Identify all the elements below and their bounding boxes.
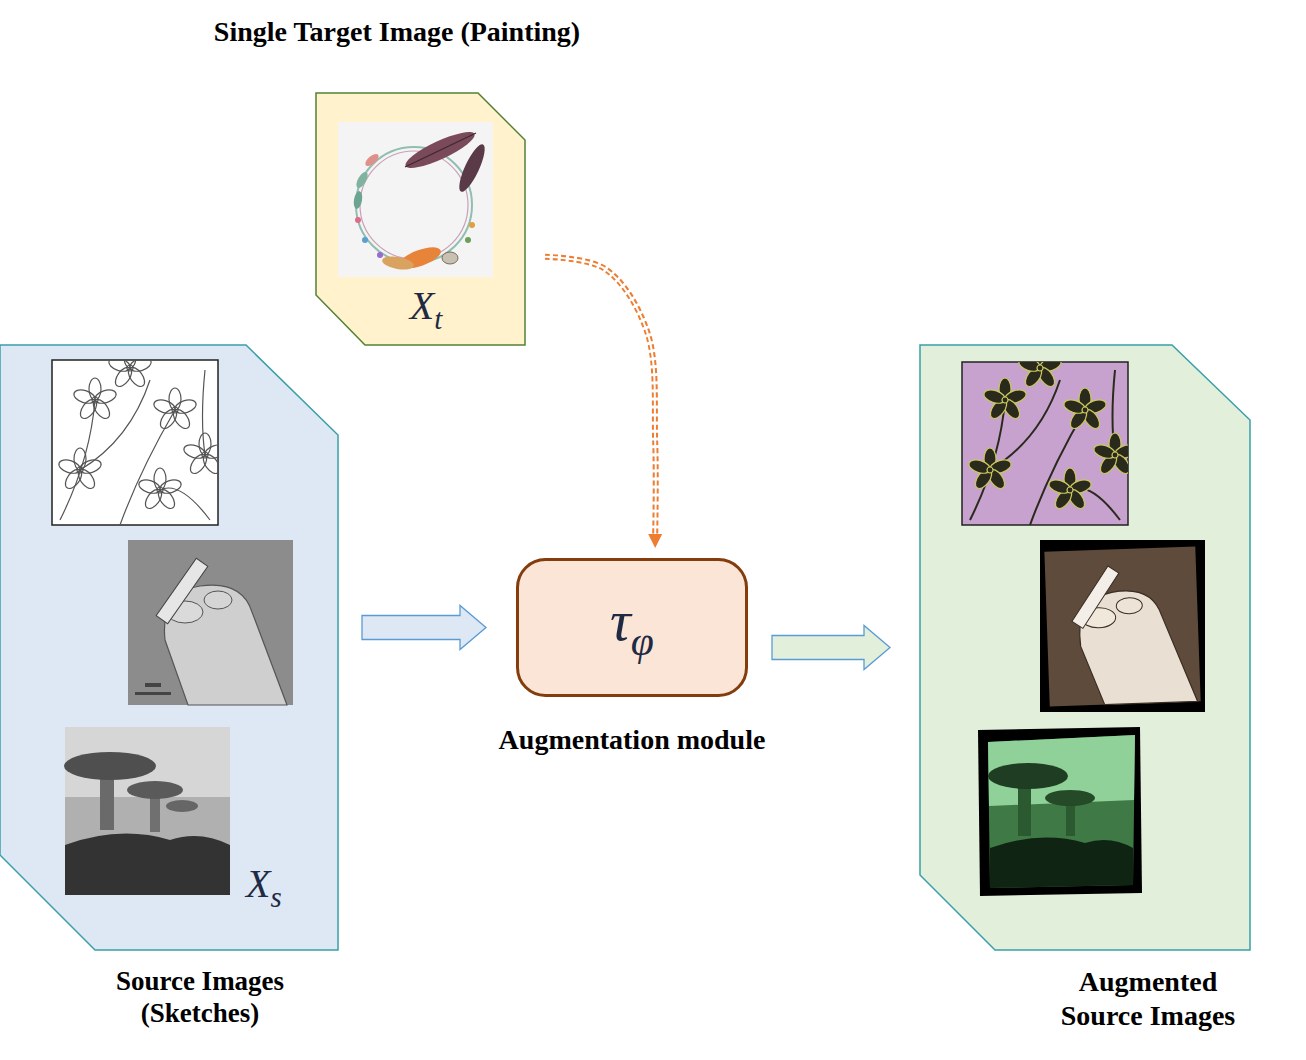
panel-shape: [316, 93, 525, 345]
text-holder: Augmentation module: [498, 723, 766, 757]
symbol-base: X: [246, 861, 270, 906]
image-frame: [1040, 540, 1205, 712]
image-frame: [962, 362, 1128, 525]
symbol-subscript: t: [434, 303, 442, 335]
arrowhead: [648, 534, 662, 548]
flower: [107, 360, 153, 389]
panel-heading: Source Images (Sketches): [70, 965, 330, 1030]
pencil: [156, 558, 208, 623]
finger: [1116, 597, 1143, 614]
flower: [152, 388, 198, 431]
pencil: [1072, 566, 1119, 628]
sketch-landscape: [64, 727, 230, 895]
feather: [381, 254, 415, 271]
panel-heading: Single Target Image (Painting): [214, 15, 580, 49]
sky: [988, 735, 1135, 806]
math-symbol: τφ: [610, 588, 654, 665]
bead: [377, 252, 383, 258]
panel-shape: [0, 345, 338, 950]
scribble: [135, 692, 171, 695]
panel-heading: Augmented Source Images: [1036, 965, 1260, 1032]
bead: [355, 217, 361, 223]
dashed-line-core: [545, 257, 656, 534]
image-frame: [65, 727, 230, 895]
rotated-image: [1044, 546, 1200, 706]
image-frame: [978, 727, 1142, 896]
dashed-line: [545, 257, 656, 534]
stems: [60, 370, 210, 525]
panel-shape: [920, 345, 1250, 950]
module-box: τφAugmentation module: [516, 558, 748, 697]
flower-drawing: [967, 362, 1128, 525]
text-holder: τφ: [516, 588, 748, 665]
box-shape: [518, 560, 747, 696]
finger: [204, 591, 232, 609]
augmented-hand: [1040, 540, 1205, 712]
mushroom-cap: [127, 781, 183, 799]
augmented-panel: Augmented Source Images: [920, 345, 1250, 950]
shape-outline: [920, 345, 1250, 950]
mushroom-cap: [166, 800, 198, 812]
flower: [72, 378, 118, 421]
arrow-body: [362, 606, 486, 650]
text-holder: Source Images (Sketches): [70, 965, 330, 1030]
text-holder: Single Target Image (Painting): [197, 15, 597, 49]
green-image: [988, 735, 1135, 888]
math-symbol: Xs: [246, 861, 282, 914]
flower: [182, 433, 218, 476]
leaf: [363, 152, 380, 168]
feather-shaft: [405, 133, 476, 167]
ground: [990, 838, 1133, 888]
augmented-landscape: [978, 727, 1142, 896]
symbol-subscript: φ: [631, 618, 654, 664]
module-label: Augmentation module: [499, 723, 766, 757]
math-symbol: Xt: [410, 283, 442, 336]
symbol-base: τ: [610, 588, 631, 653]
flower: [1047, 468, 1093, 511]
symbol-subscript: s: [270, 881, 281, 913]
bead: [469, 222, 475, 228]
scribble: [145, 683, 161, 687]
feather: [455, 141, 490, 194]
leaf: [352, 190, 363, 209]
target-panel: Single Target Image (Painting)Xt: [316, 93, 525, 345]
symbol-base: X: [410, 283, 434, 328]
image-frame: [128, 540, 293, 705]
flower: [137, 468, 183, 511]
dashed-arrow: [545, 257, 662, 548]
augmented-flowers: [962, 346, 1138, 525]
sepia-ground: [1044, 546, 1200, 706]
bead: [465, 237, 471, 243]
flower: [982, 378, 1028, 421]
flower: [1092, 433, 1128, 476]
source-panel: XsSource Images (Sketches): [0, 345, 338, 950]
shell: [442, 252, 458, 264]
mushroom-cap: [64, 752, 156, 780]
flower: [1062, 388, 1108, 431]
mushroom-cap: [988, 763, 1068, 789]
block-arrow: [772, 626, 890, 670]
flower: [57, 448, 103, 491]
block-arrow: [362, 606, 486, 650]
target-painting: [338, 122, 493, 277]
shape-outline: [0, 345, 338, 950]
sketch-hand: [128, 540, 293, 705]
leaf: [354, 170, 370, 190]
text-holder: Xt: [376, 283, 476, 336]
hand: [164, 585, 287, 705]
flower: [967, 448, 1013, 491]
text-holder: Augmented Source Images: [1036, 965, 1260, 1032]
sketch-flowers: [52, 346, 228, 525]
painting-ground: [338, 122, 493, 277]
flower-drawing: [57, 360, 218, 525]
text-holder: Xs: [246, 861, 326, 914]
flower: [1017, 362, 1063, 389]
bead: [362, 237, 368, 243]
ground: [65, 834, 230, 895]
arrow-body: [772, 626, 890, 670]
mushroom-cap: [1045, 790, 1095, 806]
